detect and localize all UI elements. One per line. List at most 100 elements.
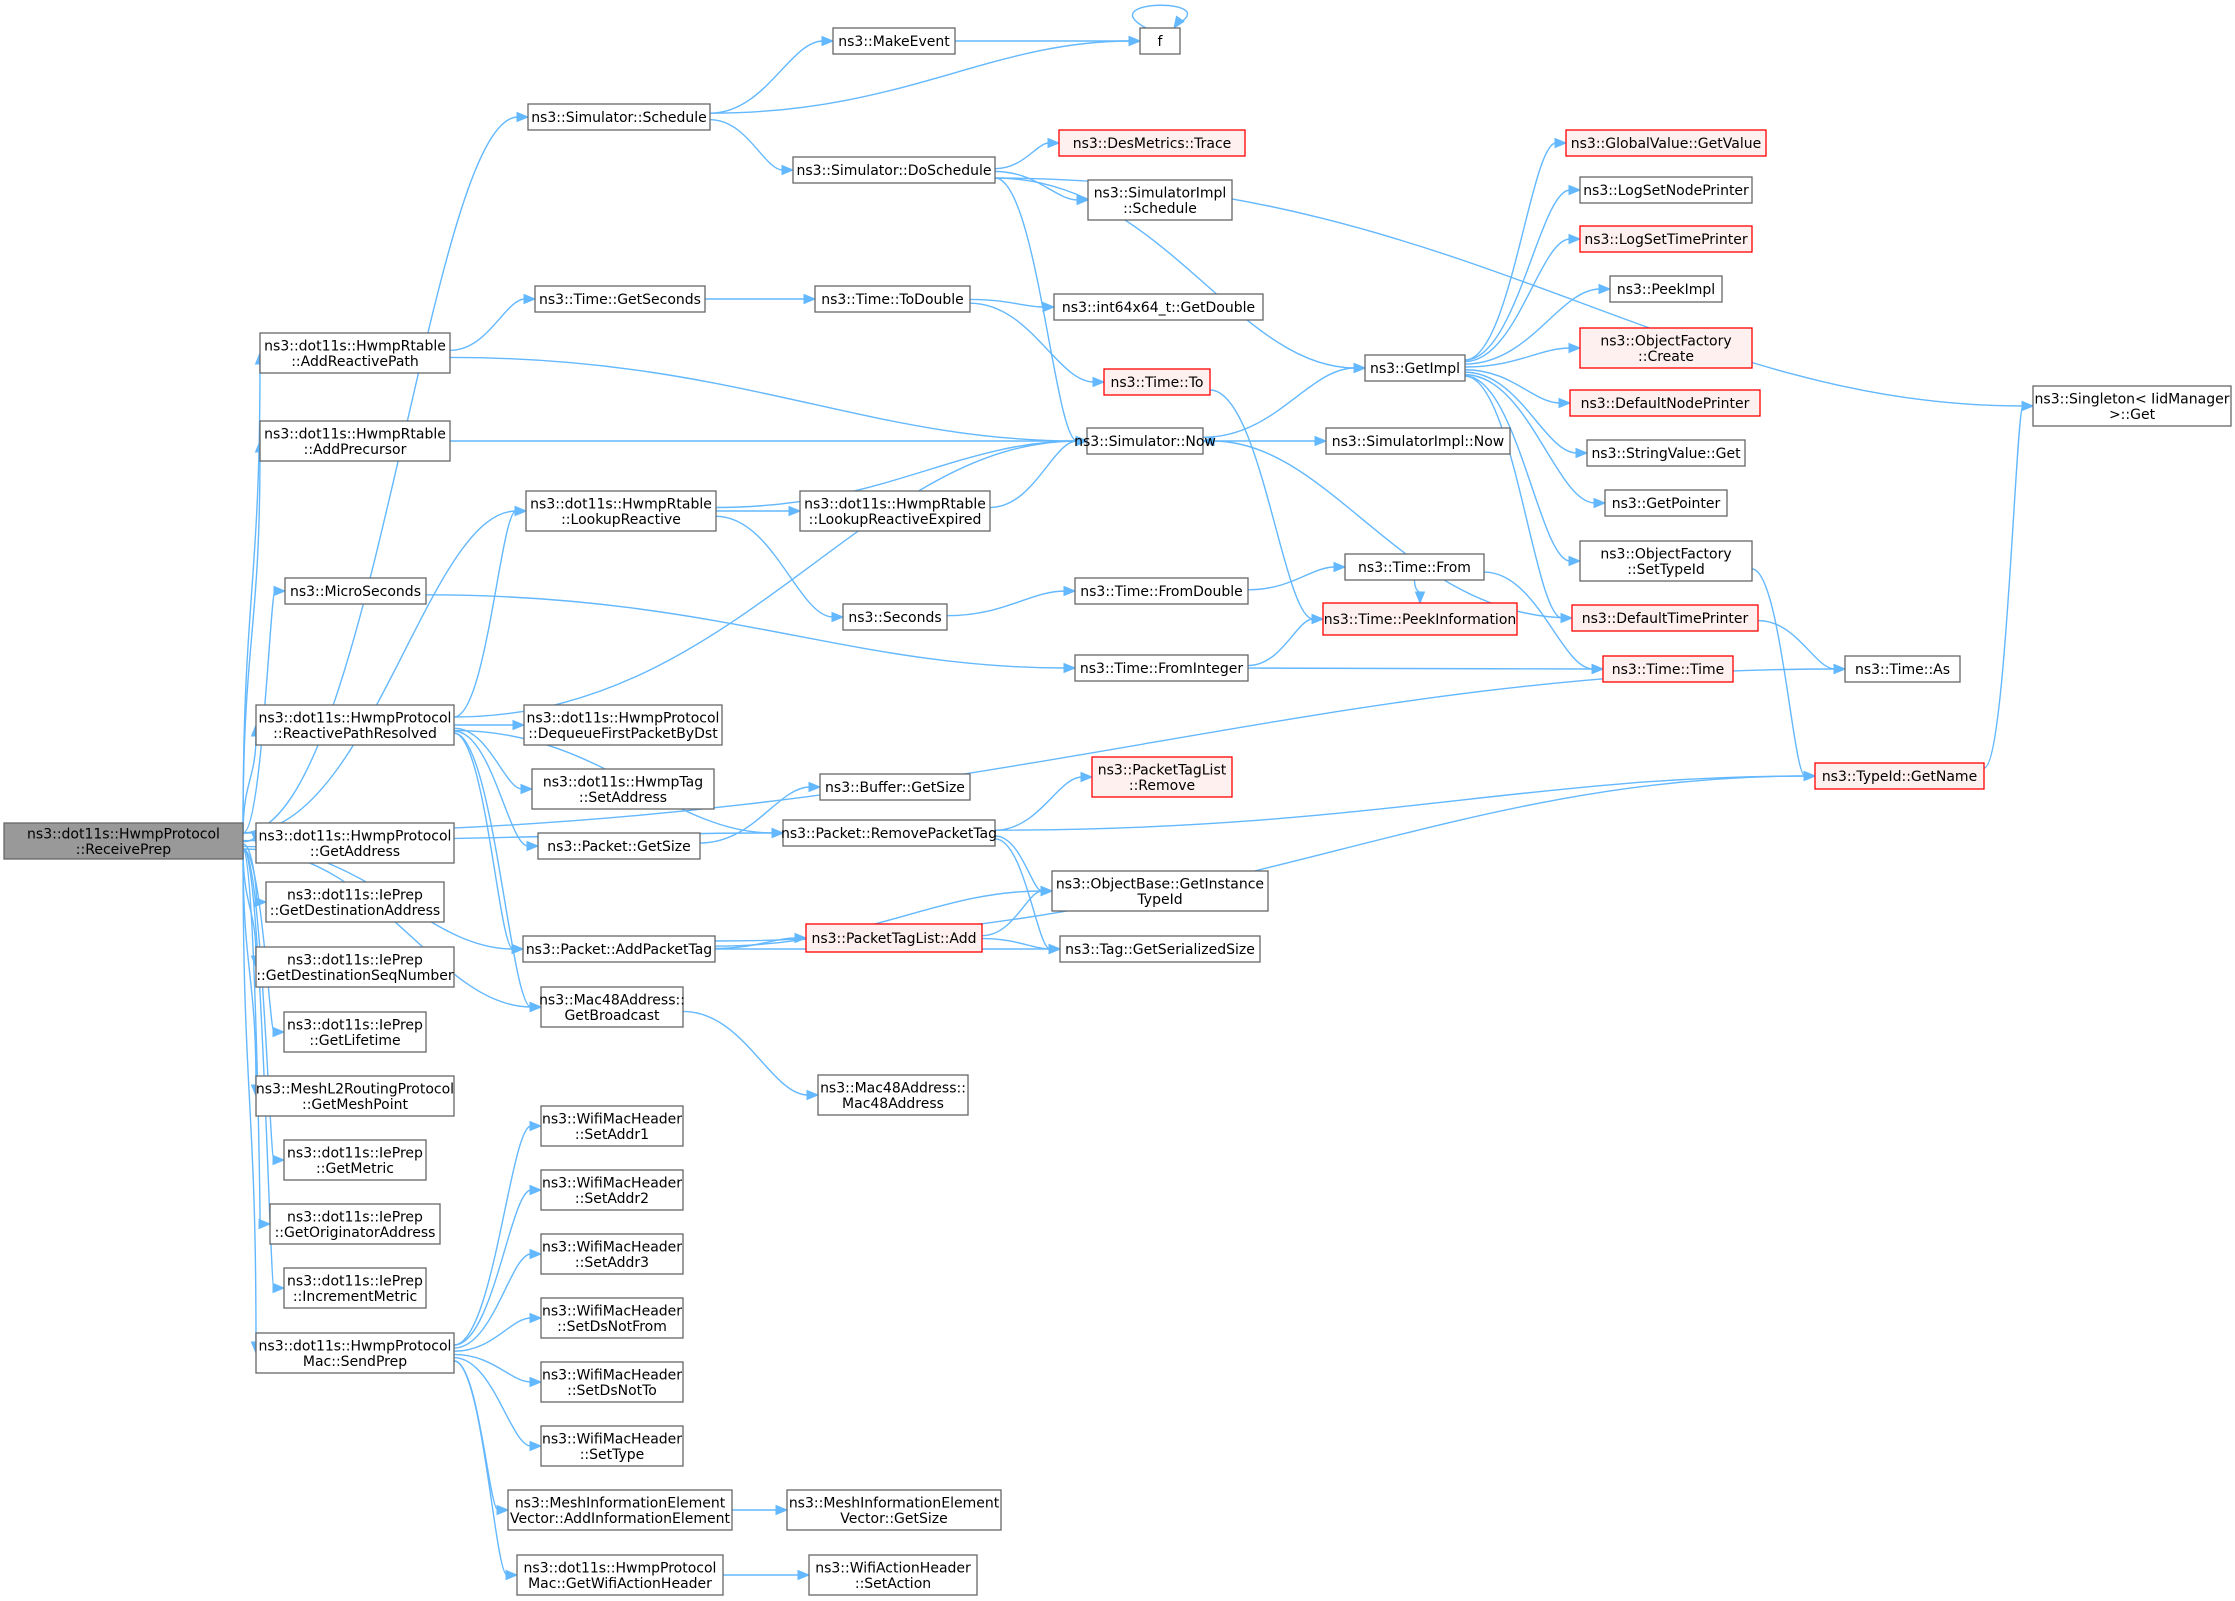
node-getpointer[interactable]: ns3::GetPointer bbox=[1604, 489, 1728, 517]
edge-time_getseconds-to-time_todouble bbox=[705, 293, 817, 305]
node-box bbox=[284, 577, 427, 605]
node-label: ns3::dot11s::IePrep bbox=[287, 1273, 423, 1289]
node-getmeshpoint[interactable]: ns3::MeshL2RoutingProtocol::GetMeshPoint bbox=[255, 1075, 455, 1117]
node-label: ns3::GlobalValue::GetValue bbox=[1571, 136, 1761, 152]
node-singleton[interactable]: ns3::Singleton< IidManager>::Get bbox=[2032, 385, 2232, 427]
node-setdsnotto[interactable]: ns3::WifiMacHeader::SetDsNotTo bbox=[540, 1361, 684, 1403]
node-getbroadcast[interactable]: ns3::Mac48Address::GetBroadcast bbox=[539, 986, 685, 1028]
node-mac48[interactable]: ns3::Mac48Address::Mac48Address bbox=[817, 1074, 969, 1116]
node-setaddr2[interactable]: ns3::WifiMacHeader::SetAddr2 bbox=[540, 1169, 684, 1211]
edge-line bbox=[242, 734, 257, 836]
node-desmetrics[interactable]: ns3::DesMetrics::Trace bbox=[1058, 129, 1246, 157]
edge-microseconds-to-time_frominteger bbox=[425, 594, 1077, 674]
node-time_getseconds[interactable]: ns3::Time::GetSeconds bbox=[534, 285, 706, 313]
node-getdestseq[interactable]: ns3::dot11s::IePrep::GetDestinationSeqNu… bbox=[255, 946, 455, 988]
node-typeid_getname[interactable]: ns3::TypeId::GetName bbox=[1814, 762, 1985, 790]
node-time_from[interactable]: ns3::Time::From bbox=[1344, 553, 1485, 581]
edge-line bbox=[1464, 375, 1571, 562]
node-lookupexpired[interactable]: ns3::dot11s::HwmpRtable::LookupReactiveE… bbox=[799, 490, 991, 532]
node-getlifetime[interactable]: ns3::dot11s::IePrep::GetLifetime bbox=[283, 1011, 427, 1053]
node-lookupreactive[interactable]: ns3::dot11s::HwmpRtable::LookupReactive bbox=[525, 490, 717, 532]
node-box bbox=[540, 1233, 684, 1275]
node-time_fromdouble[interactable]: ns3::Time::FromDouble bbox=[1074, 577, 1249, 605]
node-addprecursor[interactable]: ns3::dot11s::HwmpRtable::AddPrecursor bbox=[259, 420, 451, 462]
node-label: ns3::dot11s::IePrep bbox=[287, 1145, 423, 1161]
node-addpackettag[interactable]: ns3::Packet::AddPacketTag bbox=[522, 935, 716, 963]
node-box bbox=[1074, 654, 1249, 682]
node-setaddr3[interactable]: ns3::WifiMacHeader::SetAddr3 bbox=[540, 1233, 684, 1275]
node-sim_now[interactable]: ns3::Simulator::Now bbox=[1074, 427, 1216, 455]
node-time_as[interactable]: ns3::Time::As bbox=[1844, 655, 1961, 683]
node-setaddr1[interactable]: ns3::WifiMacHeader::SetAddr1 bbox=[540, 1105, 684, 1147]
node-time_peekinfo[interactable]: ns3::Time::PeekInformation bbox=[1322, 602, 1518, 636]
node-objfactory_settype[interactable]: ns3::ObjectFactory::SetTypeId bbox=[1579, 540, 1753, 582]
node-f[interactable]: f bbox=[1139, 27, 1181, 55]
node-setaction[interactable]: ns3::WifiActionHeader::SetAction bbox=[808, 1554, 978, 1596]
node-label: ns3::WifiMacHeader bbox=[542, 1111, 682, 1127]
node-logsettime[interactable]: ns3::LogSetTimePrinter bbox=[1579, 225, 1753, 253]
node-root[interactable]: ns3::dot11s::HwmpProtocol::ReceivePrep bbox=[3, 822, 244, 860]
node-peekimpl[interactable]: ns3::PeekImpl bbox=[1609, 275, 1723, 303]
node-removepackettag[interactable]: ns3::Packet::RemovePacketTag bbox=[781, 819, 997, 847]
arrowhead bbox=[512, 719, 526, 731]
node-defaulttime[interactable]: ns3::DefaultTimePrinter bbox=[1571, 604, 1759, 632]
arrowhead bbox=[1040, 885, 1054, 897]
node-makeevent[interactable]: ns3::MakeEvent bbox=[832, 27, 956, 55]
arrowhead bbox=[1080, 771, 1094, 783]
node-label: ::GetMetric bbox=[316, 1161, 394, 1177]
node-reactivepath[interactable]: ns3::dot11s::HwmpProtocol::ReactivePathR… bbox=[255, 704, 455, 746]
node-miev_getsize[interactable]: ns3::MeshInformationElementVector::GetSi… bbox=[786, 1489, 1002, 1531]
node-time_todouble[interactable]: ns3::Time::ToDouble bbox=[814, 285, 971, 313]
node-setdsnotfrom[interactable]: ns3::WifiMacHeader::SetDsNotFrom bbox=[540, 1297, 684, 1339]
node-seconds[interactable]: ns3::Seconds bbox=[842, 603, 948, 631]
node-getorigaddr[interactable]: ns3::dot11s::IePrep::GetOriginatorAddres… bbox=[269, 1203, 441, 1245]
node-getimpl[interactable]: ns3::GetImpl bbox=[1364, 354, 1466, 382]
node-incmetric[interactable]: ns3::dot11s::IePrep::IncrementMetric bbox=[283, 1267, 427, 1309]
node-box bbox=[269, 1203, 441, 1245]
node-getaddress[interactable]: ns3::dot11s::HwmpProtocol::GetAddress bbox=[255, 822, 455, 864]
node-box bbox=[1604, 489, 1728, 517]
node-settype[interactable]: ns3::WifiMacHeader::SetType bbox=[540, 1425, 684, 1467]
node-packettaglist_add[interactable]: ns3::PacketTagList::Add bbox=[805, 923, 983, 953]
node-sim_schedule[interactable]: ns3::Simulator::Schedule bbox=[527, 103, 711, 131]
node-tag_serialized[interactable]: ns3::Tag::GetSerializedSize bbox=[1059, 935, 1261, 963]
node-packettaglist_remove[interactable]: ns3::PacketTagList::Remove bbox=[1091, 756, 1233, 798]
node-time_frominteger[interactable]: ns3::Time::FromInteger bbox=[1074, 654, 1249, 682]
node-doschedule[interactable]: ns3::Simulator::DoSchedule bbox=[792, 156, 996, 184]
node-getmetric[interactable]: ns3::dot11s::IePrep::GetMetric bbox=[283, 1139, 427, 1181]
node-time_time[interactable]: ns3::Time::Time bbox=[1602, 655, 1734, 683]
node-globalvalue[interactable]: ns3::GlobalValue::GetValue bbox=[1565, 129, 1767, 157]
node-buffer_getsize[interactable]: ns3::Buffer::GetSize bbox=[819, 773, 971, 801]
node-logsetnode[interactable]: ns3::LogSetNodePrinter bbox=[1579, 176, 1753, 204]
node-int64_getdouble[interactable]: ns3::int64x64_t::GetDouble bbox=[1053, 293, 1264, 321]
node-microseconds[interactable]: ns3::MicroSeconds bbox=[284, 577, 427, 605]
edge-line bbox=[994, 776, 1083, 831]
node-box bbox=[1571, 604, 1759, 632]
node-simimpl_now[interactable]: ns3::SimulatorImpl::Now bbox=[1325, 427, 1511, 455]
edge-line bbox=[453, 1253, 532, 1349]
node-dequeue[interactable]: ns3::dot11s::HwmpProtocol::DequeueFirstP… bbox=[523, 704, 723, 746]
node-addinfoelem[interactable]: ns3::MeshInformationElementVector::AddIn… bbox=[507, 1489, 733, 1531]
node-time_to[interactable]: ns3::Time::To bbox=[1103, 368, 1211, 396]
node-addreactivepath[interactable]: ns3::dot11s::HwmpRtable::AddReactivePath bbox=[259, 332, 451, 374]
edge-line bbox=[994, 775, 1806, 831]
node-packet_getsize[interactable]: ns3::Packet::GetSize bbox=[537, 832, 701, 860]
node-stringvalue[interactable]: ns3::StringValue::Get bbox=[1586, 439, 1746, 467]
node-box bbox=[527, 103, 711, 131]
arrowhead bbox=[1554, 137, 1568, 149]
edge-time_todouble-to-time_to bbox=[969, 302, 1106, 388]
node-box bbox=[540, 986, 684, 1028]
node-simimpl_schedule[interactable]: ns3::SimulatorImpl::Schedule bbox=[1087, 179, 1233, 221]
arrowhead bbox=[514, 505, 528, 517]
node-objfactory_create[interactable]: ns3::ObjectFactory::Create bbox=[1579, 327, 1753, 369]
arrowhead bbox=[529, 1001, 543, 1013]
node-getwifiaction[interactable]: ns3::dot11s::HwmpProtocolMac::GetWifiAct… bbox=[516, 1554, 724, 1596]
node-hwmptag[interactable]: ns3::dot11s::HwmpTag::SetAddress bbox=[531, 768, 715, 810]
node-getdestaddr[interactable]: ns3::dot11s::IePrep::GetDestinationAddre… bbox=[265, 881, 445, 923]
edge-getimpl-to-logsettime bbox=[1464, 233, 1582, 363]
node-label: ns3::Mac48Address:: bbox=[820, 1080, 966, 1096]
arrowhead bbox=[831, 611, 845, 623]
node-defaultnode[interactable]: ns3::DefaultNodePrinter bbox=[1569, 389, 1761, 417]
